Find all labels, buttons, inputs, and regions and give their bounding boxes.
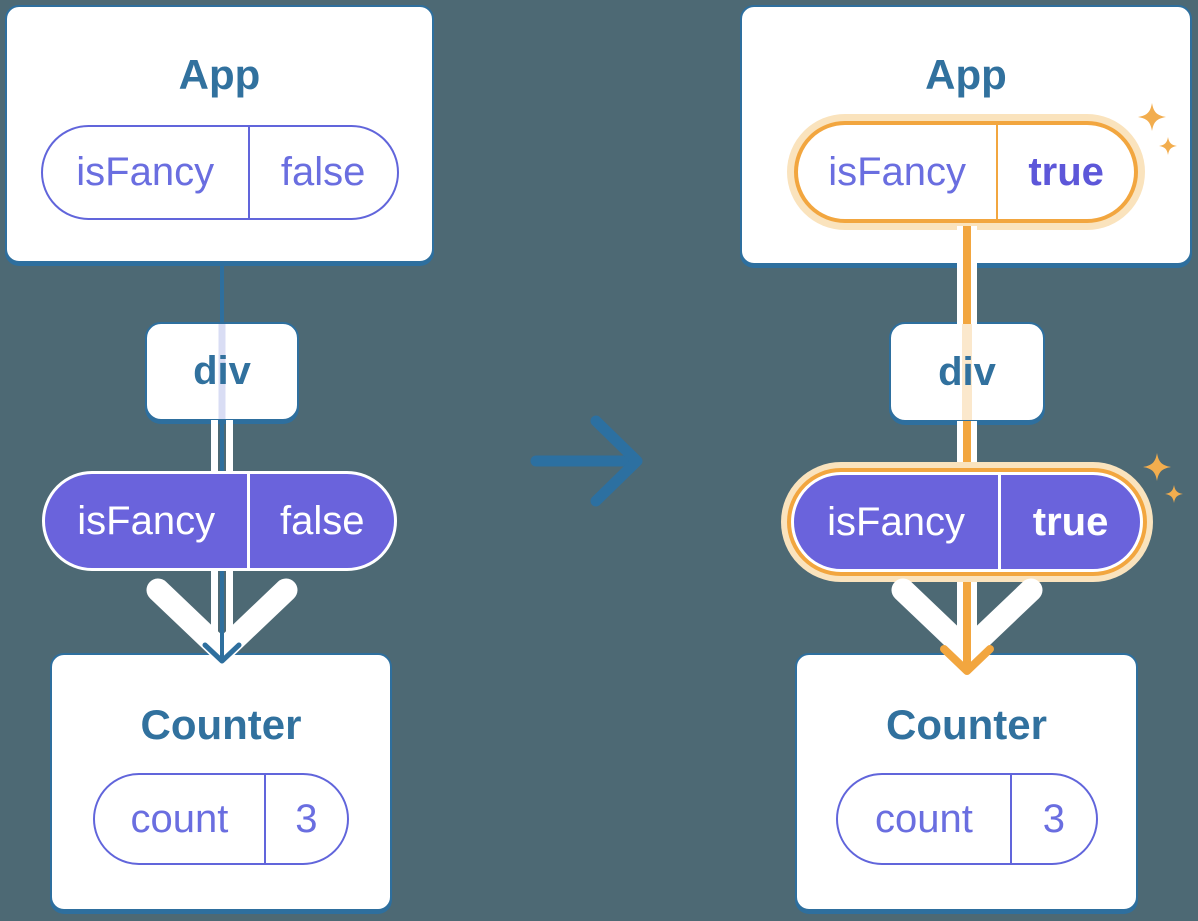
prop-name: isFancy [828, 149, 967, 194]
prop-value: false [280, 150, 366, 194]
prop-value: true [1032, 499, 1109, 544]
card-counter-before: Counter count 3 [50, 653, 392, 911]
state-pill-counter-after: count 3 [835, 773, 1098, 865]
prop-flow-line-after-lower [957, 570, 977, 634]
prop-name: isFancy [77, 498, 216, 543]
prop-name: isFancy [827, 499, 965, 544]
state-value: 3 [295, 796, 318, 841]
div-label-after: div [938, 349, 996, 394]
passed-prop-pill-after-highlighted: isFancy true [791, 472, 1143, 572]
div-label-before: div [193, 349, 251, 393]
prop-flow-line-after-app-div [957, 226, 977, 324]
component-title-counter-after: Counter [886, 701, 1047, 748]
pill-divider [247, 474, 251, 568]
node-div-after: div [889, 322, 1045, 422]
prop-pill-app-before: isFancy false [40, 125, 399, 220]
passed-prop-pill-before: isFancy false [42, 471, 397, 571]
node-div-before: div [145, 322, 299, 421]
sparkle-icon [1165, 485, 1183, 503]
pill-divider [996, 125, 999, 219]
prop-thread-faint-after [962, 324, 972, 420]
pill-divider [1010, 775, 1013, 863]
card-counter-after: Counter count 3 [795, 653, 1138, 911]
component-title-counter-before: Counter [140, 701, 302, 748]
component-title-app-before: App [178, 51, 261, 98]
prop-thread-faint-before [218, 324, 226, 419]
pill-divider [263, 775, 266, 863]
state-name: count [875, 796, 973, 841]
state-name: count [130, 796, 229, 841]
prop-pill-app-after-highlighted: isFancy true [794, 121, 1138, 223]
sparkle-icon [1143, 453, 1171, 481]
prop-flow-line-after-upper [957, 421, 977, 475]
state-value: 3 [1042, 796, 1066, 841]
prop-name: isFancy [76, 150, 215, 194]
prop-flow-line-before-lower [211, 569, 233, 635]
component-title-app-after: App [925, 51, 1007, 98]
state-pill-counter-before: count 3 [93, 773, 349, 865]
transition-arrow-icon [530, 415, 643, 507]
prop-value: true [1028, 149, 1104, 194]
pill-divider [998, 475, 1002, 569]
pill-divider [247, 127, 250, 218]
prop-value: false [279, 498, 365, 543]
edge-app-div-before [220, 262, 224, 324]
prop-flow-line-before-upper [211, 420, 233, 474]
card-app-before: App isFancy false [5, 5, 434, 263]
